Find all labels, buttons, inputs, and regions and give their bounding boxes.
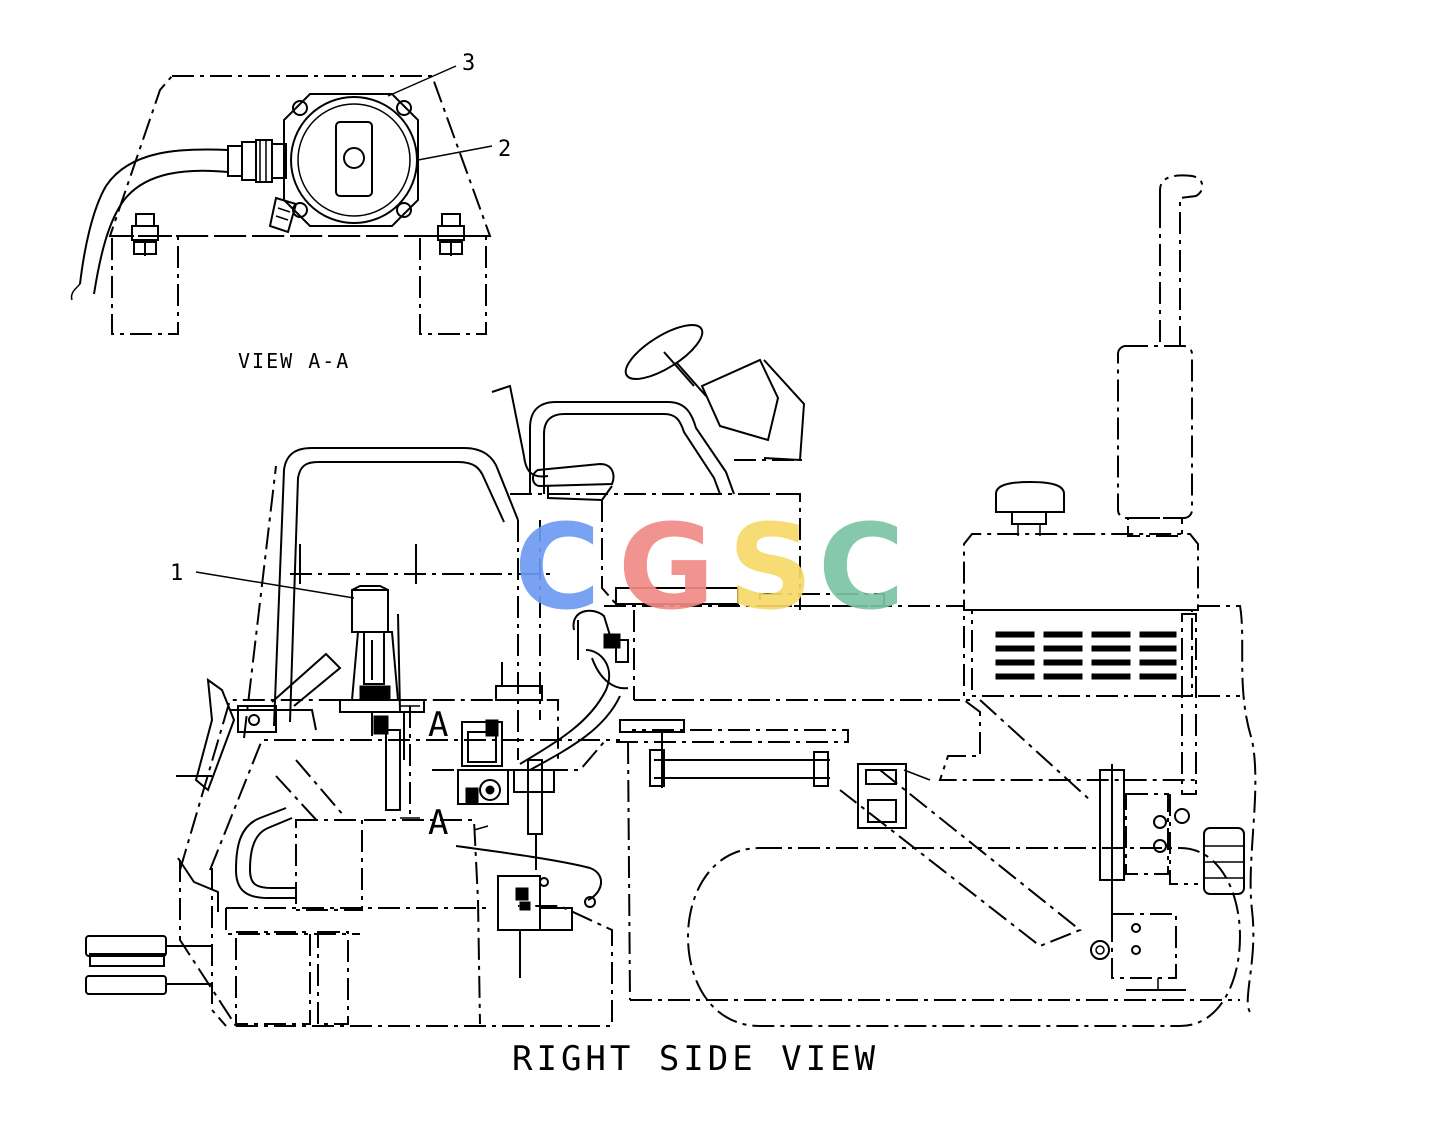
crawler-track — [687, 847, 1241, 1027]
callout-1-label: 1 — [170, 561, 183, 586]
air-cleaner — [995, 480, 1065, 536]
watermark-letter-c1: C — [514, 498, 601, 636]
cgsc-watermark-logo: C G S C — [514, 498, 905, 636]
leader-2 — [417, 145, 493, 161]
view-aa-title: VIEW A-A — [238, 349, 350, 373]
watermark-letter-s: S — [728, 498, 813, 636]
machine-side-view — [85, 174, 1257, 1027]
watermark-letter-c2: C — [818, 498, 905, 636]
bolt-right — [437, 213, 465, 256]
section-mark-bottom: A — [428, 803, 448, 843]
callout-2-label: 2 — [498, 137, 511, 162]
section-mark-top: A — [428, 705, 448, 745]
cylinder-rear — [1090, 764, 1190, 991]
steering-wheel — [624, 324, 806, 462]
valve-assembly — [432, 662, 605, 870]
callout-3-label: 3 — [462, 51, 475, 76]
grill-slots — [995, 631, 1177, 680]
cylinder-front — [857, 763, 931, 829]
view-aa-detail — [70, 65, 493, 335]
bolt-left — [131, 213, 159, 256]
main-title: RIGHT SIDE VIEW — [512, 1039, 879, 1079]
connector — [227, 139, 298, 234]
exhaust-stack — [1117, 174, 1204, 537]
leader-1 — [195, 571, 355, 599]
switch-body — [290, 96, 418, 224]
leader-3 — [387, 65, 457, 97]
lower-valve — [497, 875, 596, 978]
control-column — [339, 585, 425, 811]
front-pads — [85, 935, 212, 995]
watermark-letter-g: G — [618, 498, 715, 636]
